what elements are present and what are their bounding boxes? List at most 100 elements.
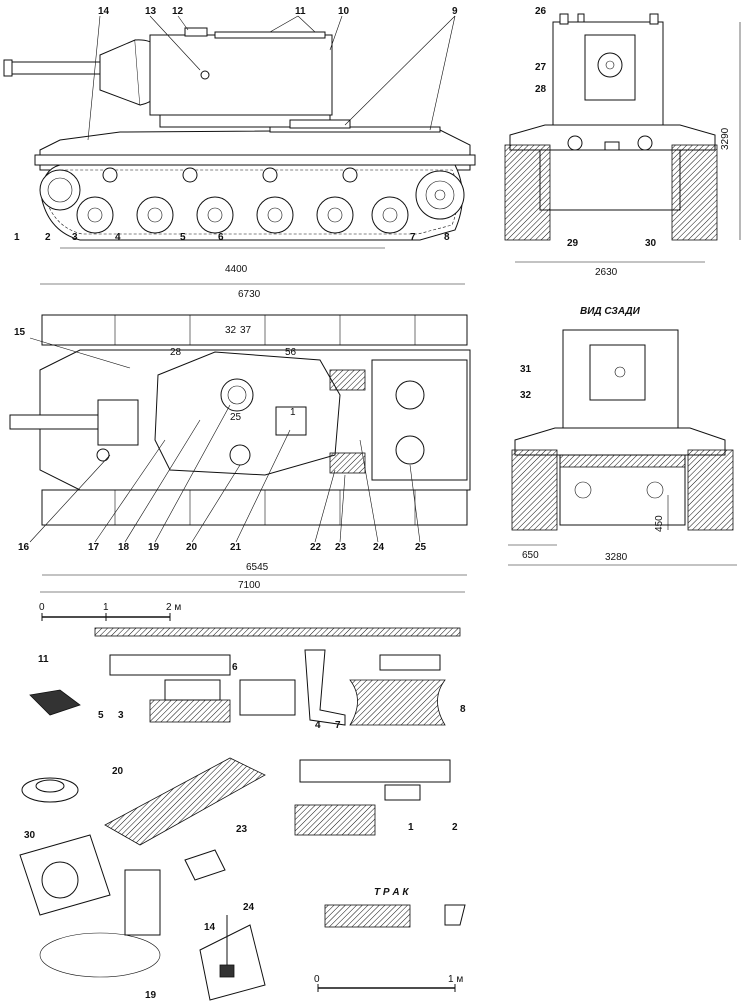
callout-5: 5 — [180, 232, 186, 243]
marking-25: 25 — [230, 412, 242, 423]
rear-callouts: 31 32 — [520, 364, 532, 401]
callout-detail-30: 30 — [24, 830, 36, 841]
track-link — [324, 904, 411, 928]
callout-9: 9 — [452, 6, 458, 17]
marking-37: 37 — [240, 325, 252, 336]
rear-view — [508, 329, 737, 566]
callout-detail-19: 19 — [145, 990, 157, 1001]
callout-detail-5: 5 — [98, 710, 104, 721]
callout-detail-8: 8 — [460, 704, 466, 715]
track-title: Т Р А К — [374, 887, 409, 898]
scale-upper — [41, 613, 171, 621]
sprocket-detail — [349, 679, 446, 726]
scale-upper-tick-2: 2 м — [166, 602, 181, 613]
top-view — [9, 314, 471, 593]
dim-450: 450 — [654, 515, 665, 532]
turret — [149, 34, 333, 116]
callout-3: 3 — [72, 232, 78, 243]
drive-sprocket — [415, 170, 465, 220]
rear-track-right — [687, 449, 734, 531]
idler-wheel — [39, 169, 81, 211]
callout-32: 32 — [520, 390, 532, 401]
callout-24: 24 — [373, 542, 385, 553]
front-view — [504, 13, 741, 263]
callout-21: 21 — [230, 542, 242, 553]
callout-22: 22 — [310, 542, 322, 553]
callout-6: 6 — [218, 232, 224, 243]
road-wheels — [76, 196, 409, 234]
callout-detail-11: 11 — [38, 654, 49, 665]
louver-detail — [104, 757, 266, 846]
callout-1: 1 — [14, 232, 20, 243]
callout-27: 27 — [535, 62, 547, 73]
callout-2: 2 — [45, 232, 51, 243]
callout-12: 12 — [172, 6, 184, 17]
callout-28: 28 — [535, 84, 547, 95]
callout-detail-20: 20 — [112, 766, 124, 777]
return-rollers — [102, 167, 358, 183]
marking-1: 1 — [290, 407, 296, 418]
front-callouts: 26 27 28 29 30 — [535, 6, 657, 249]
gun-barrel — [7, 61, 101, 75]
callout-detail-2: 2 — [452, 822, 458, 833]
callout-18: 18 — [118, 542, 130, 553]
scale-lower — [317, 984, 456, 992]
scale-upper-tick-1: 1 — [103, 602, 109, 613]
callout-detail-1: 1 — [408, 822, 414, 833]
callout-detail-3: 3 — [118, 710, 124, 721]
top-track-upper — [41, 314, 468, 346]
callout-detail-7: 7 — [335, 720, 341, 731]
front-track-left — [504, 144, 551, 241]
detail-drawings — [19, 627, 466, 1001]
dim-6545: 6545 — [246, 562, 269, 573]
rear-track-left — [511, 449, 558, 531]
dim-3290: 3290 — [720, 127, 731, 150]
rear-view-title: ВИД СЗАДИ — [580, 306, 641, 317]
callout-14: 14 — [98, 6, 110, 17]
callout-detail-23: 23 — [236, 824, 248, 835]
callout-11: 11 — [295, 6, 306, 17]
marking-56: 56 — [285, 347, 297, 358]
callout-10: 10 — [338, 6, 350, 17]
callout-8: 8 — [444, 232, 450, 243]
dim-6730: 6730 — [238, 289, 261, 300]
callout-detail-6: 6 — [232, 662, 238, 673]
side-callouts: 14 13 12 11 10 9 1 2 3 4 5 6 7 8 — [14, 6, 458, 243]
dim-7100: 7100 — [238, 580, 261, 591]
callout-15: 15 — [14, 327, 26, 338]
top-track-lower — [41, 489, 468, 526]
callout-30: 30 — [645, 238, 657, 249]
gun-mantlet — [99, 39, 141, 106]
dim-2630: 2630 — [595, 267, 618, 278]
callout-19: 19 — [148, 542, 160, 553]
dim-4400: 4400 — [225, 264, 248, 275]
marking-28: 28 — [170, 347, 182, 358]
engine-deck — [371, 359, 468, 481]
hull-markings: 32 37 28 56 25 1 — [170, 325, 297, 423]
callout-13: 13 — [145, 6, 157, 17]
scale-lower-tick-0: 0 — [314, 974, 320, 985]
marking-32: 32 — [225, 325, 237, 336]
callout-23: 23 — [335, 542, 347, 553]
callout-detail-14: 14 — [204, 922, 216, 933]
scale-upper-tick-0: 0 — [39, 602, 45, 613]
callout-25: 25 — [415, 542, 427, 553]
detail-callouts: 11 5 3 6 4 7 8 20 23 1 2 30 19 24 14 — [24, 654, 466, 1001]
callout-17: 17 — [88, 542, 100, 553]
callout-detail-4: 4 — [315, 720, 321, 731]
callout-20: 20 — [186, 542, 198, 553]
scale-lower-tick-1: 1 м — [448, 974, 463, 985]
callout-31: 31 — [520, 364, 532, 375]
top-gun-barrel — [9, 414, 106, 430]
callout-16: 16 — [18, 542, 30, 553]
callout-26: 26 — [535, 6, 547, 17]
callout-7: 7 — [410, 232, 416, 243]
front-track-right — [671, 144, 718, 241]
dim-3280: 3280 — [605, 552, 628, 563]
top-callouts: 15 16 17 18 19 20 21 22 23 24 25 — [14, 327, 427, 553]
callout-29: 29 — [567, 238, 579, 249]
dim-650: 650 — [522, 550, 539, 561]
callout-4: 4 — [115, 232, 121, 243]
callout-detail-24: 24 — [243, 902, 255, 913]
